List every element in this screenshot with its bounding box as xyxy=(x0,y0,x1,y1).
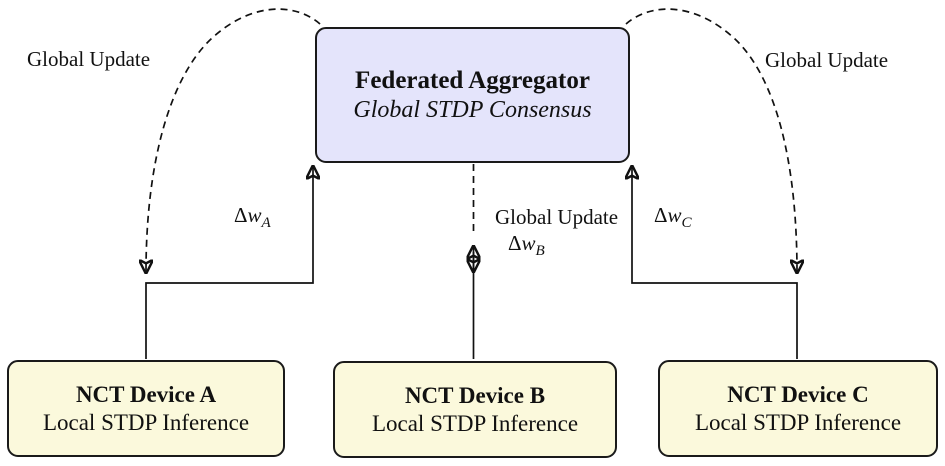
device-b-node: NCT Device B Local STDP Inference xyxy=(333,361,617,458)
edge-deviceC-to-aggregator xyxy=(632,167,798,359)
device-a-subtitle: Local STDP Inference xyxy=(42,409,250,435)
global-update-label-left: Global Update xyxy=(27,47,151,71)
aggregator-title: Federated Aggregator xyxy=(355,67,590,95)
device-b-title: NCT Device B xyxy=(404,383,546,409)
device-b-subtitle: Local STDP Inference xyxy=(371,410,579,436)
weight-variable: w xyxy=(521,231,536,255)
delta-symbol: Δ xyxy=(234,203,248,227)
global-update-label-right: Global Update xyxy=(765,48,889,72)
aggregator-subtitle: Global STDP Consensus xyxy=(353,96,592,123)
delta-w-b-label: ΔwB xyxy=(508,231,545,260)
subscript-b: B xyxy=(535,243,545,260)
global-update-label-middle: Global Update xyxy=(495,205,619,229)
delta-symbol: Δ xyxy=(508,231,522,255)
edge-deviceA-to-aggregator xyxy=(145,167,313,359)
device-a-node: NCT Device A Local STDP Inference xyxy=(7,360,285,457)
device-c-subtitle: Local STDP Inference xyxy=(694,409,902,435)
delta-w-c-label: ΔwC xyxy=(654,203,692,232)
device-c-node: NCT Device C Local STDP Inference xyxy=(658,360,938,457)
device-c-title: NCT Device C xyxy=(727,382,869,408)
edge-aggregator-to-deviceC-dashed xyxy=(625,8,797,272)
aggregator-node: Federated Aggregator Global STDP Consens… xyxy=(315,27,630,163)
edge-aggregator-to-deviceA-dashed xyxy=(146,8,321,272)
weight-variable: w xyxy=(247,203,262,227)
delta-w-a-label: ΔwA xyxy=(234,203,271,232)
delta-symbol: Δ xyxy=(654,203,668,227)
subscript-a: A xyxy=(261,215,271,232)
subscript-c: C xyxy=(681,215,692,232)
weight-variable: w xyxy=(667,203,682,227)
device-a-title: NCT Device A xyxy=(75,382,217,408)
